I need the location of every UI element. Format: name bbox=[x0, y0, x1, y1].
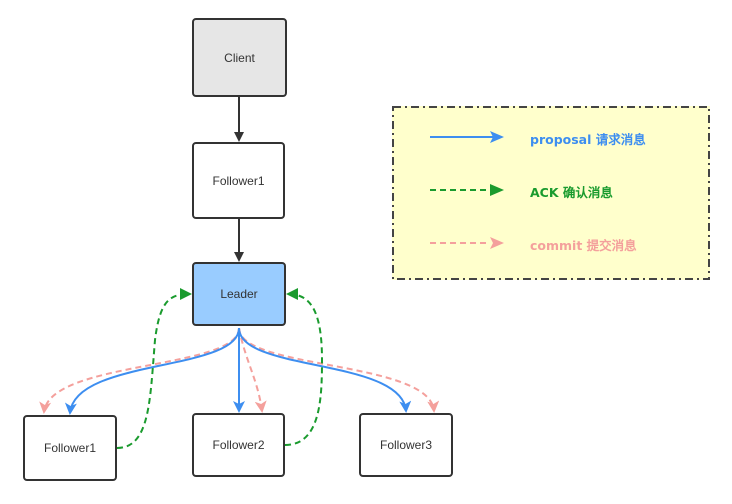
leader-node[interactable]: Leader bbox=[192, 262, 286, 326]
client-node[interactable]: Client bbox=[192, 18, 287, 97]
follower1-relay-node[interactable]: Follower1 bbox=[192, 142, 285, 219]
follower1-node[interactable]: Follower1 bbox=[23, 415, 117, 481]
legend-proposal-arrow-icon bbox=[490, 131, 504, 143]
leader-label: Leader bbox=[220, 287, 258, 301]
legend-commit-arrow-icon bbox=[490, 237, 504, 249]
legend-proposal-label: proposal 请求消息 bbox=[530, 132, 646, 147]
follower2-node[interactable]: Follower2 bbox=[192, 413, 285, 477]
legend-graphics bbox=[392, 106, 710, 280]
legend-border bbox=[392, 106, 710, 280]
follower2-label: Follower2 bbox=[212, 438, 265, 452]
legend-ack-arrow-icon bbox=[490, 184, 504, 196]
edge-commit-follower2 bbox=[238, 327, 267, 413]
follower3-node[interactable]: Follower3 bbox=[359, 413, 453, 477]
legend: proposal 请求消息 ACK 确认消息 commit 提交消息 bbox=[392, 106, 710, 280]
follower1-label: Follower1 bbox=[43, 441, 97, 455]
client-label: Client bbox=[224, 50, 255, 65]
legend-commit-label: commit 提交消息 bbox=[530, 238, 637, 253]
edge-ack-follower1 bbox=[116, 288, 192, 449]
edge-proposal-follower3 bbox=[238, 327, 412, 413]
edge-ack-follower2 bbox=[284, 288, 324, 446]
edge-commit-follower1 bbox=[39, 327, 240, 414]
follower3-label: Follower3 bbox=[379, 438, 433, 452]
edge-commit-follower3 bbox=[238, 327, 440, 413]
legend-ack-label: ACK 确认消息 bbox=[530, 185, 613, 200]
edge-proposal-follower1 bbox=[64, 327, 240, 415]
follower1-relay-label: Follower1 bbox=[212, 173, 265, 188]
